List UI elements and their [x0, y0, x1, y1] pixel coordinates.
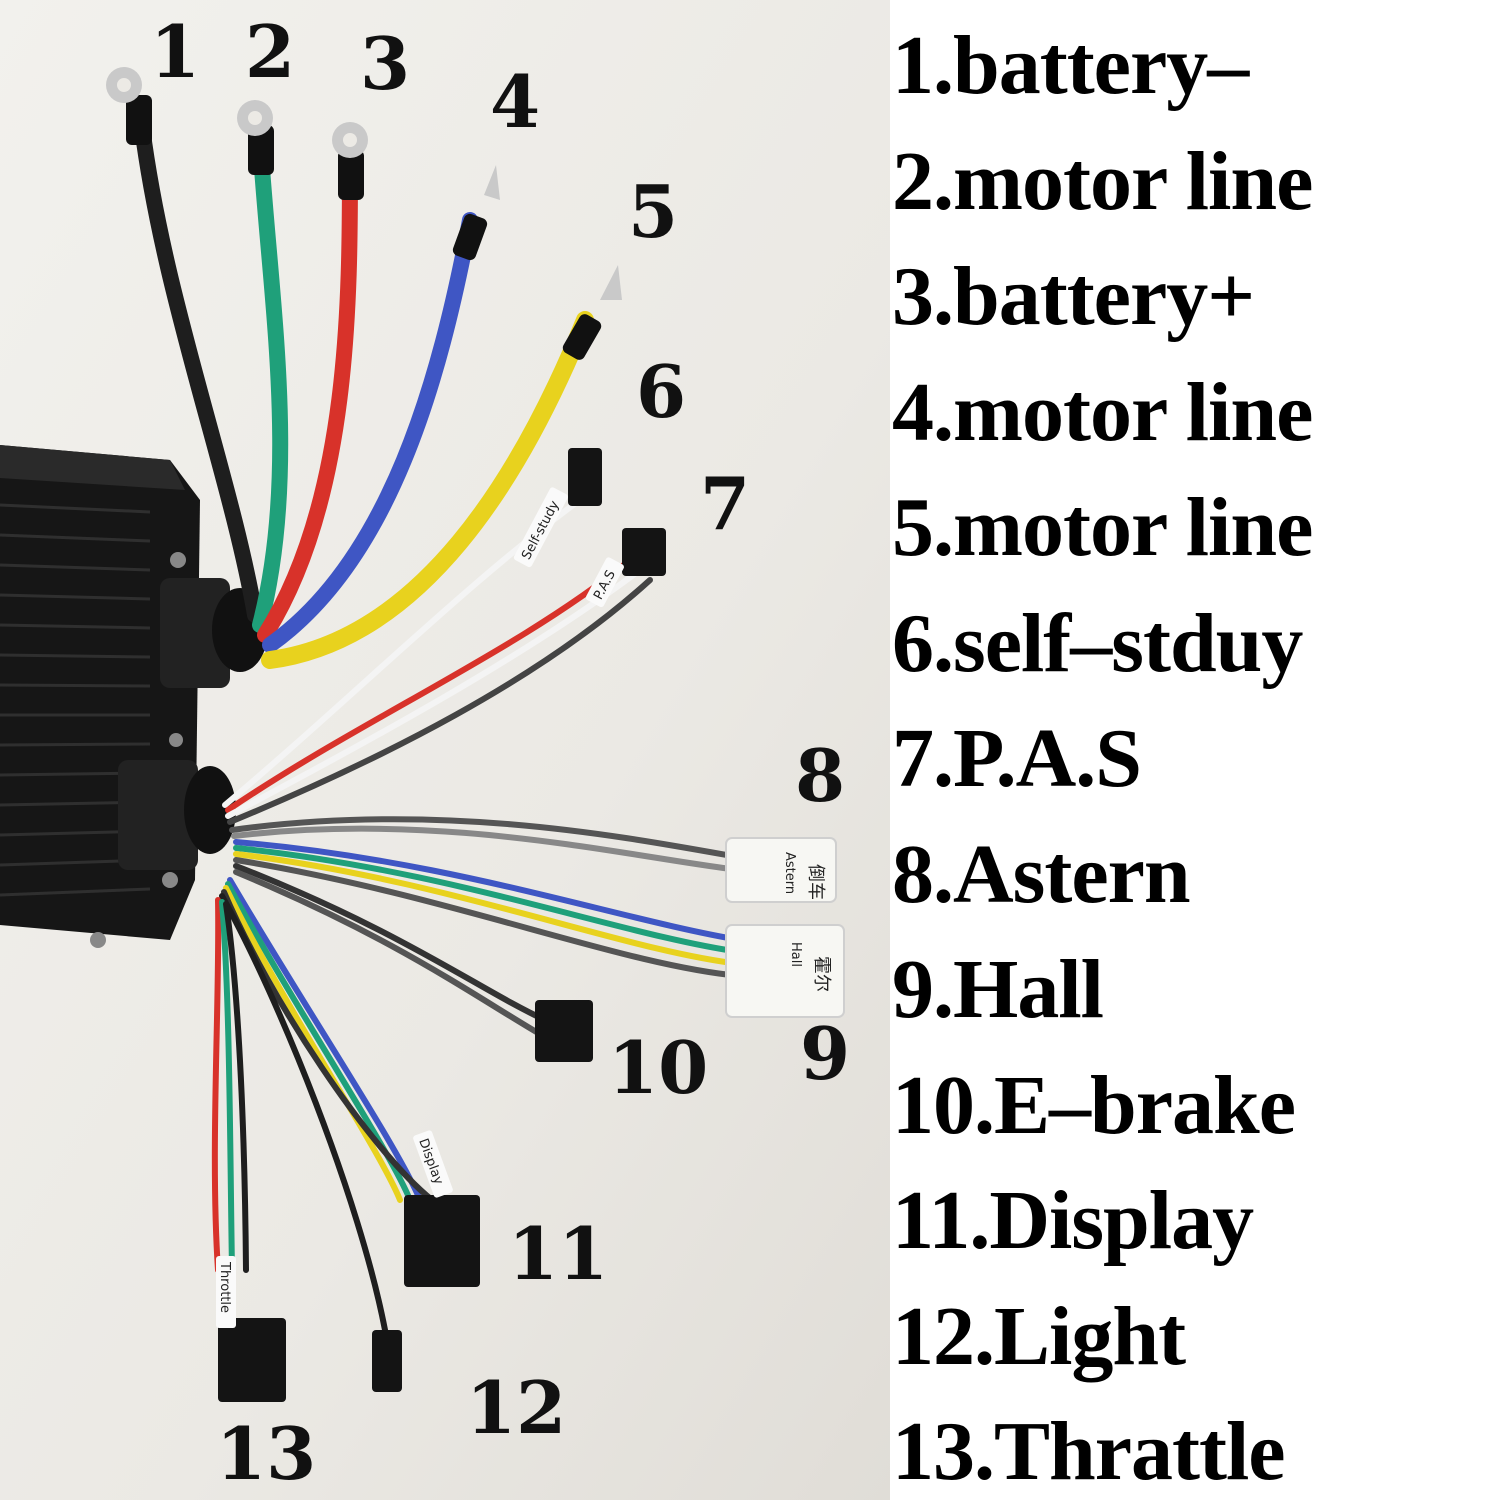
callout-13: 13: [216, 1411, 317, 1496]
legend-item-2: 2.motor line: [892, 134, 1313, 228]
ring-terminals: [106, 67, 622, 360]
callout-6: 6: [636, 349, 687, 434]
legend-item-1: 1.battery–: [892, 19, 1249, 112]
connector-self-study: [568, 448, 602, 506]
callout-2: 2: [245, 9, 296, 94]
legend-item-13: 13.Thrattle: [892, 1405, 1286, 1498]
legend-item-9: 9.Hall: [892, 943, 1104, 1036]
connector-display: [404, 1195, 480, 1287]
callout-3: 3: [360, 21, 411, 106]
connector-pas: [622, 528, 666, 576]
tag-astern-hanzi: 倒车: [805, 864, 826, 900]
connectors: [218, 448, 845, 1402]
tag-hall-hanzi: 霍尔: [811, 956, 832, 992]
connector-astern: [725, 837, 837, 903]
legend-item-10: 10.E–brake: [892, 1058, 1296, 1152]
legend-item-7: 7.P.A.S: [892, 712, 1142, 805]
connector-light: [372, 1330, 402, 1392]
callout-7: 7: [700, 461, 751, 546]
wire-legend: 1.battery– 2.motor line 3.battery+ 4.mot…: [892, 8, 1492, 1510]
legend-item-6: 6.self–stduy: [892, 596, 1303, 690]
connector-ebrake: [535, 1000, 593, 1062]
tag-astern: Astern: [782, 852, 797, 894]
legend-item-11: 11.Display: [892, 1174, 1254, 1267]
connector-hall: [725, 924, 845, 1018]
connector-throttle: [218, 1318, 286, 1402]
legend-item-8: 8.Astern: [892, 827, 1191, 921]
signal-wires: [211, 497, 758, 1333]
legend-item-12: 12.Light: [892, 1289, 1186, 1383]
callout-5: 5: [628, 169, 679, 254]
controller-housing: [0, 445, 200, 948]
power-wires: [132, 102, 594, 669]
tag-throttle: Throttle: [217, 1261, 232, 1313]
callout-9: 9: [800, 1011, 851, 1096]
legend-item-3: 3.battery+: [892, 250, 1255, 343]
callout-11: 11: [508, 1211, 609, 1296]
callout-12: 12: [466, 1365, 567, 1450]
callout-10: 10: [608, 1025, 709, 1110]
callout-4: 4: [490, 59, 541, 144]
controller-wiring-photo: Self-study P.A.S Astern Hall Display Thr…: [0, 0, 890, 1500]
callout-1: 1: [150, 9, 201, 94]
legend-item-4: 4.motor line: [892, 365, 1313, 459]
cable-gland-lower: [118, 760, 236, 870]
legend-item-5: 5.motor line: [892, 481, 1313, 574]
tag-hall: Hall: [788, 942, 803, 967]
callout-8: 8: [795, 733, 846, 818]
